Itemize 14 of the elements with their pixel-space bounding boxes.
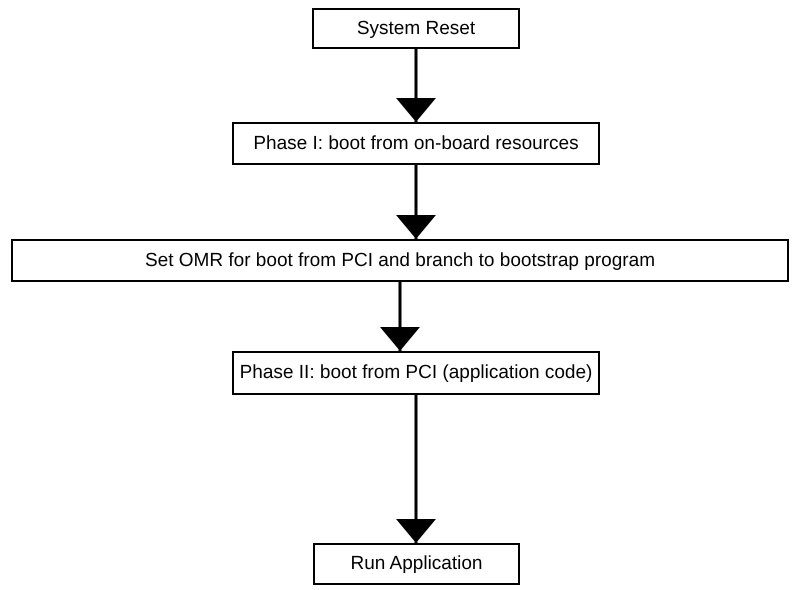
arrow bbox=[396, 395, 436, 543]
box-label: System Reset bbox=[356, 18, 476, 40]
process-box bbox=[232, 351, 600, 395]
arrow bbox=[396, 165, 436, 239]
process-box bbox=[232, 122, 600, 165]
process-box bbox=[313, 543, 520, 585]
box-label: Set OMR for boot from PCI and branch to bootstrap program bbox=[144, 250, 656, 272]
box-label: Run Application bbox=[350, 553, 483, 575]
arrow bbox=[380, 282, 420, 351]
arrow bbox=[396, 49, 436, 122]
process-box bbox=[312, 8, 520, 49]
box-label: Phase II: boot from PCI (application code) bbox=[240, 362, 592, 384]
box-label: Phase I: boot from on-board resources bbox=[253, 132, 579, 154]
process-box bbox=[11, 239, 789, 282]
